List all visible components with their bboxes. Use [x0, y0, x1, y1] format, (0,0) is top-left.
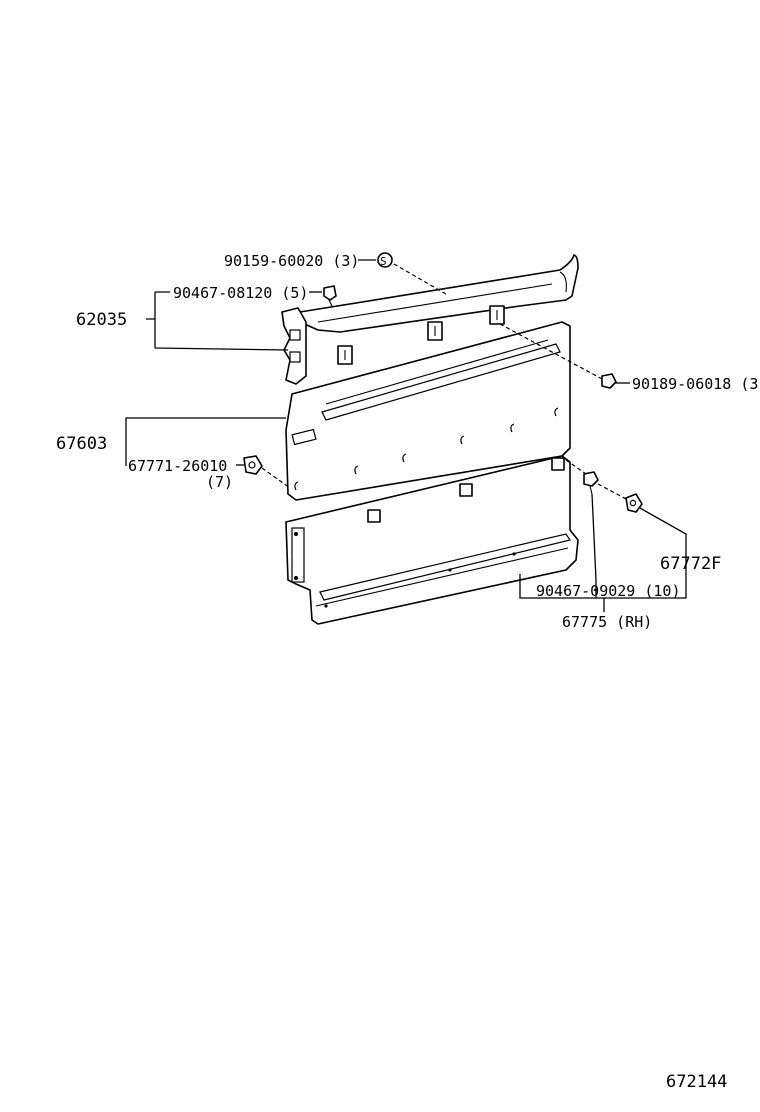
assembly-line-90189: [499, 323, 605, 381]
callout-67772f: 67772F: [660, 554, 721, 574]
callout-67771-26010: 67771-26010: [128, 457, 227, 475]
figure-number: 672144: [666, 1072, 727, 1092]
callout-67771-qty: (7): [206, 473, 233, 491]
clip-fastener-90467-08120: [323, 285, 337, 307]
middle-panel-part-67603: [285, 321, 571, 501]
nut-fastener-90189-06018: [601, 373, 617, 389]
clip-fastener-67771-26010: [243, 455, 263, 475]
clip-fastener-90467-09029: [583, 471, 599, 495]
assembly-line-90159: [393, 263, 447, 295]
callout-67775-rh: 67775 (RH): [562, 613, 652, 631]
callout-s-symbol: S: [380, 255, 387, 268]
leader-67603: [125, 417, 286, 466]
callout-62035: 62035: [76, 310, 127, 330]
callout-90189-06018: 90189-06018 (3): [632, 375, 760, 393]
leader-67775: [519, 574, 605, 612]
s-symbol-circle: [377, 252, 393, 268]
callout-67603: 67603: [56, 434, 107, 454]
callout-90159-60020: 90159-60020 (3): [224, 252, 359, 270]
callout-90467-08120: 90467-08120 (5): [173, 284, 308, 302]
callout-90467-09029: 90467-09029 (10): [536, 582, 681, 600]
clip-fastener-67772f: [625, 493, 643, 513]
leader-90467-09029: [591, 493, 597, 598]
assembly-line-67771: [261, 467, 291, 489]
leader-67772f: [604, 507, 687, 599]
upper-rail-part-62035: [281, 254, 579, 385]
lower-panel-part-67775: [285, 455, 579, 625]
assembly-line-clips: [565, 459, 629, 501]
leader-62035: [146, 291, 289, 351]
